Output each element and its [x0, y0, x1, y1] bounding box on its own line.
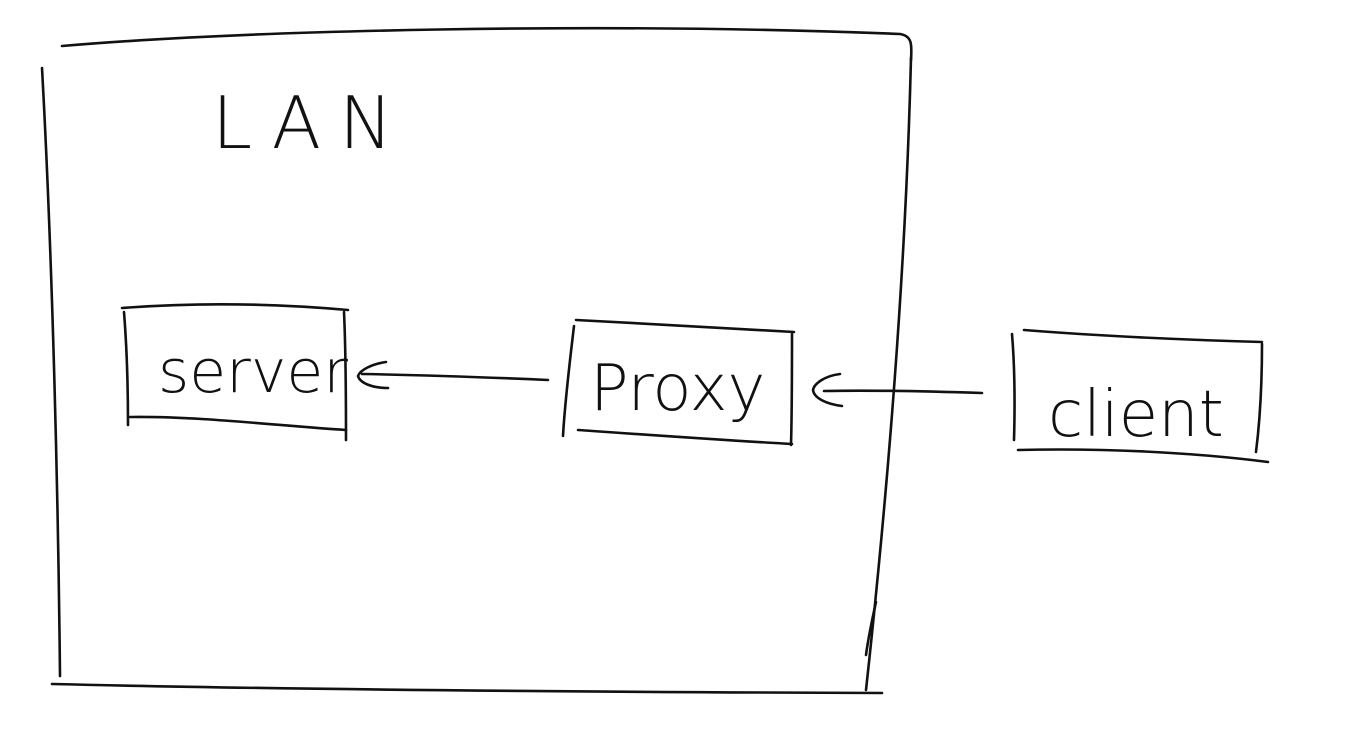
proxy-label: Proxy — [590, 352, 765, 426]
client-box — [1010, 328, 1270, 464]
arrow-proxy-to-server — [356, 360, 550, 390]
server-label: server — [158, 337, 348, 407]
arrow-client-to-proxy — [811, 372, 984, 408]
server-box — [120, 303, 350, 442]
lan-label: LAN — [212, 81, 411, 165]
lan-boundary — [40, 26, 913, 695]
client-label: client — [1048, 378, 1224, 452]
proxy-box — [561, 318, 796, 447]
